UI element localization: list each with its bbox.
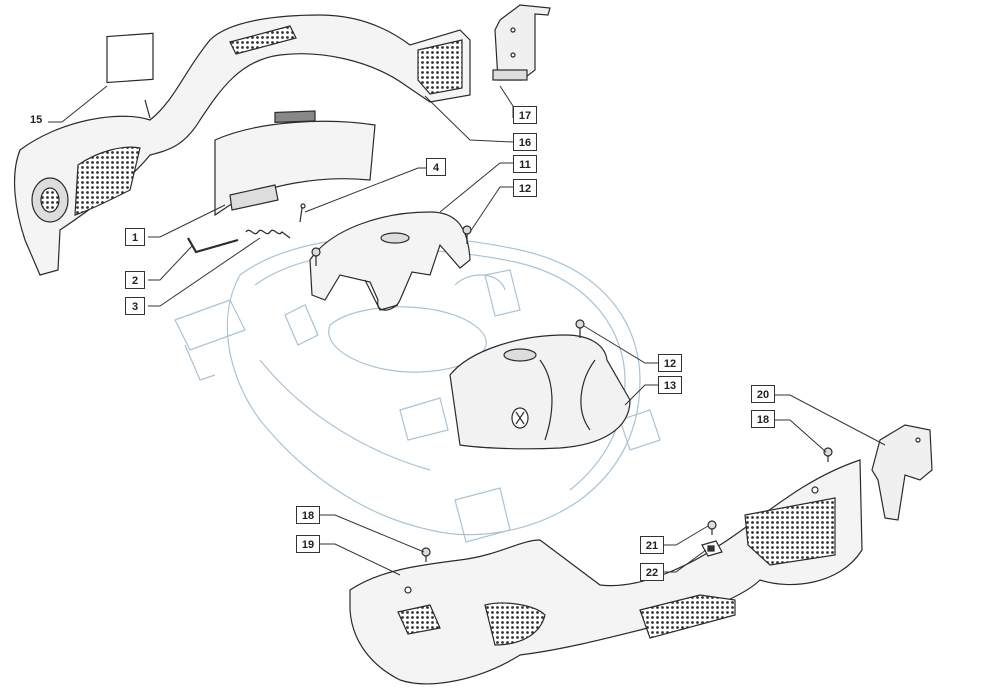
- callout-12-upper[interactable]: 12: [513, 179, 537, 197]
- part-20-right-bracket: [871, 424, 933, 521]
- callout-21[interactable]: 21: [640, 536, 664, 554]
- leader-lines: [48, 85, 886, 576]
- part-19-lower-guard: [349, 459, 863, 685]
- callout-12-lower[interactable]: 12: [658, 354, 682, 372]
- part-2-rod: [187, 237, 239, 254]
- part-18-screws: [421, 447, 833, 562]
- callout-19[interactable]: 19: [296, 535, 320, 553]
- callout-11[interactable]: 11: [513, 155, 537, 173]
- callout-20[interactable]: 20: [751, 385, 775, 403]
- part-21-screw: [707, 520, 717, 535]
- part-11-upper-cover: [309, 211, 471, 311]
- callout-13[interactable]: 13: [658, 376, 682, 394]
- part-12-screw-lower: [575, 319, 585, 338]
- part-4-pin: [299, 203, 306, 223]
- part-22-nut: [701, 540, 723, 557]
- part-16-upper-guard: [13, 14, 471, 276]
- callout-16[interactable]: 16: [513, 133, 537, 151]
- callout-18-right[interactable]: 18: [751, 410, 775, 428]
- callout-22[interactable]: 22: [640, 563, 664, 581]
- part-3-spring: [245, 229, 291, 239]
- callout-3[interactable]: 3: [125, 297, 145, 315]
- part-13-center-cover: [449, 334, 631, 450]
- part-17-bracket: [492, 4, 551, 81]
- part-15-sticker: [106, 32, 154, 84]
- callout-2[interactable]: 2: [125, 271, 145, 289]
- callout-15[interactable]: 15: [30, 114, 43, 126]
- callout-18-left[interactable]: 18: [296, 506, 320, 524]
- part-1-rear-flap: [214, 110, 376, 217]
- callout-1[interactable]: 1: [125, 228, 145, 246]
- callout-4[interactable]: 4: [426, 158, 446, 176]
- callout-17[interactable]: 17: [513, 106, 537, 124]
